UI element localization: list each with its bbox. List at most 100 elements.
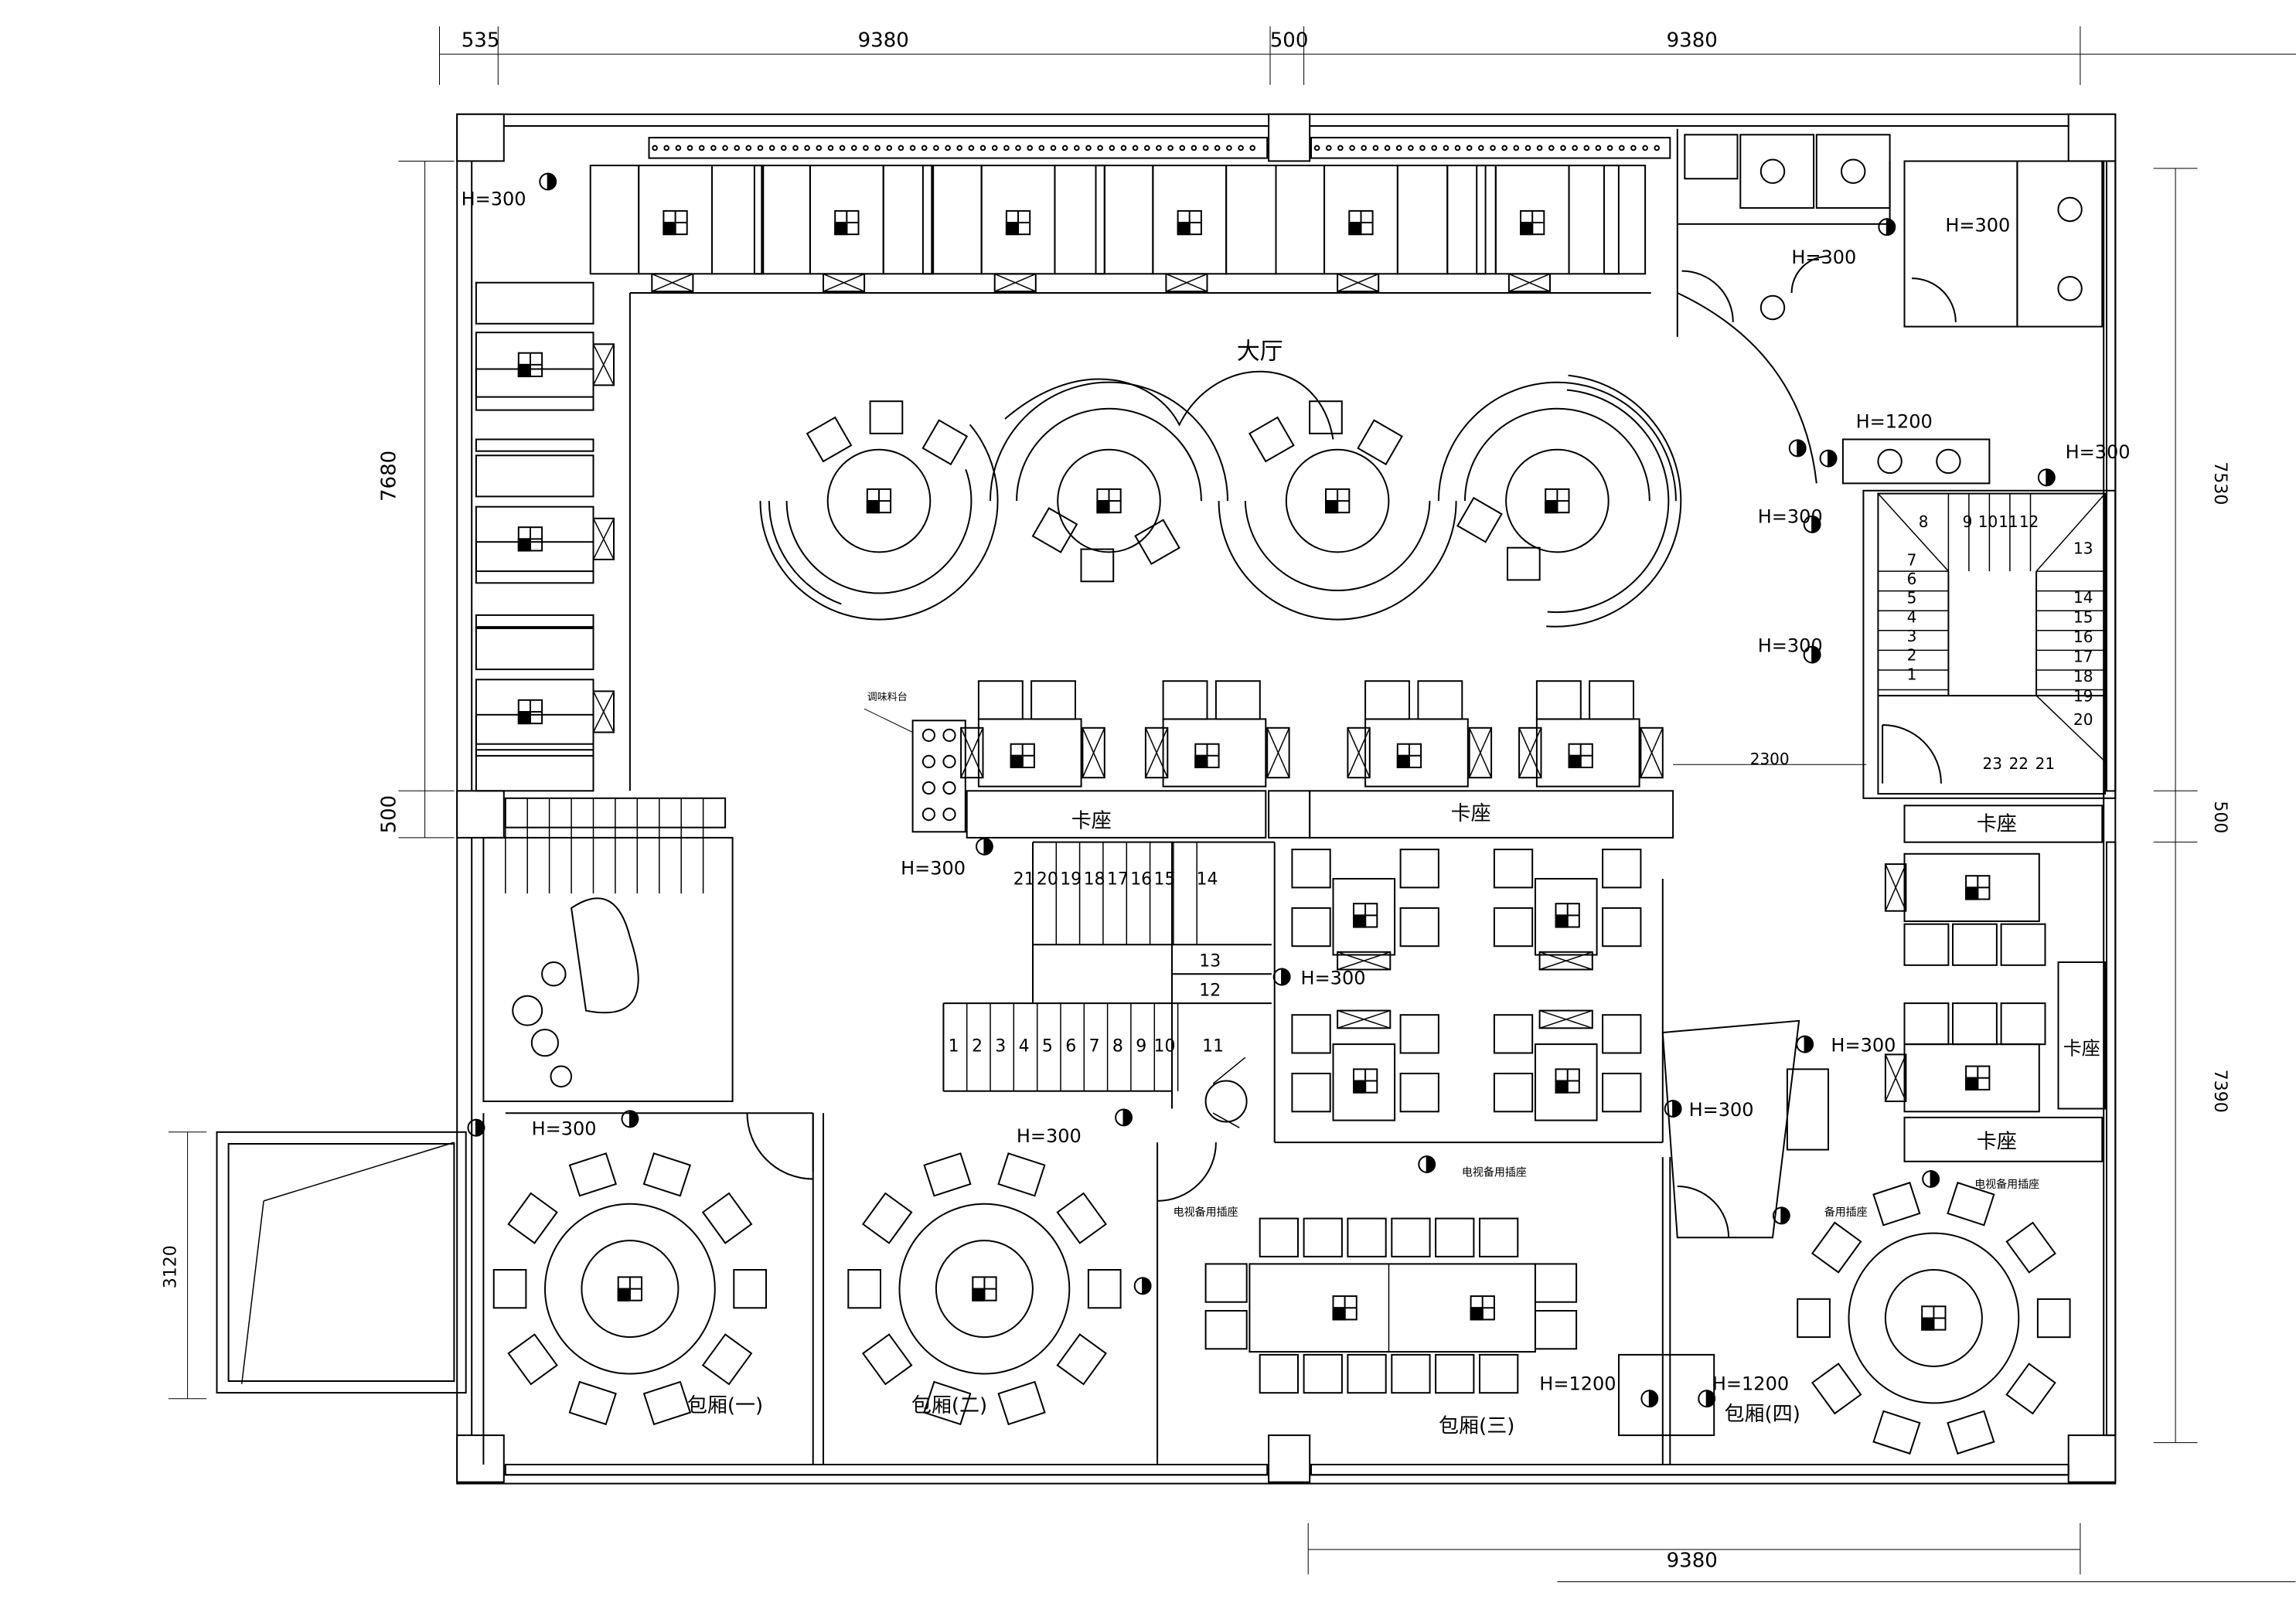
light-fill [1568,754,1582,768]
stair-number: 21 [1013,870,1035,890]
socket-h300-label: H=300 [462,188,526,209]
stair-number: 12 [1199,982,1221,1001]
cabinet [1082,726,1105,779]
table [1332,1043,1396,1121]
socket-h300-label: H=300 [901,857,966,879]
socket-fill [1886,218,1896,236]
door-swing [1157,1142,1217,1202]
socket-fill [475,1118,485,1137]
ceiling-light-icon [1177,209,1202,236]
dim-right-3: 7390 [2210,1070,2230,1113]
ceiling-light-icon [1965,875,1991,900]
window-dot [1109,145,1116,151]
ceiling-light-icon [1520,209,1545,236]
chair [492,1268,527,1309]
socket-fill [1705,1390,1716,1408]
cabinet [1538,1009,1593,1029]
light-fill [1520,222,1534,236]
tv-socket-label-1: 电视备用插座 [1174,1206,1238,1219]
light-fill [663,222,676,236]
window-dot [874,145,881,151]
chair [861,1333,913,1386]
light-fill [1965,1077,1979,1091]
window-dot [1466,145,1473,151]
plant [541,961,567,987]
light-fill [1010,754,1024,768]
cabinet [651,273,694,293]
ceiling-light-icon [1568,743,1593,769]
ceiling-light-icon [1096,488,1122,514]
toilet-room [2016,160,2104,328]
chair [1364,680,1410,720]
window-dot [1395,145,1402,151]
socket-fill [1281,968,1291,986]
light-fill [1555,1080,1569,1094]
partition [1476,165,1487,275]
cabinet-cross [1337,273,1379,292]
window-dot [1361,145,1367,151]
window-dot [1003,145,1010,151]
socket-h300-label: H=300 [1301,967,1366,988]
window-dot [1642,145,1648,151]
stair-number: 11 [1998,512,2018,531]
chair [1347,1353,1387,1394]
light-fill [1353,1080,1367,1094]
booth-label-4: 卡座 [1977,1131,2017,1154]
chair [1399,1073,1439,1113]
stair-diag [2035,493,2106,572]
stair-gap-dim: 2300 [1750,750,1790,768]
tv-socket-label-3: 电视备用插座 [1974,1178,2039,1191]
chair [701,1192,753,1244]
socket-h300-label: H=300 [1758,506,1823,528]
round-table [898,1203,1071,1375]
booth-seat [589,165,640,275]
chair [2000,1002,2046,1046]
hall-label: 大厅 [1237,338,1283,365]
sink [1684,134,1739,180]
bowl [942,728,956,742]
booth-seat [1568,165,1620,275]
chair [1291,907,1331,948]
window-dot [979,145,986,151]
stair-number: 9 [1963,512,1973,531]
cabinet [1518,726,1542,779]
cabinet-cross [592,691,615,733]
toilet-stall [1815,134,1891,209]
dim-top-4: 9380 [1667,29,1718,53]
window-dot [1583,145,1590,151]
stair-diag [1877,493,1949,572]
stair-number: 17 [2073,648,2093,666]
cabinet [823,273,866,293]
stair-number: 22 [2009,754,2029,773]
stair-number: 15 [1154,870,1176,890]
ceiling-light-icon [1005,209,1031,236]
window-dot [1226,145,1232,151]
chair [1872,1410,1921,1455]
chair [1391,1217,1431,1257]
window-dot [1454,145,1461,151]
wc-icon [1759,158,1786,184]
partition-left [475,438,594,452]
table [1364,718,1469,788]
window-dot [710,145,717,151]
cabinet [1165,273,1208,293]
socket-h300-icon [1803,515,1821,533]
booth-bench [1903,805,2104,843]
column [2067,1434,2117,1483]
chair [1507,546,1541,581]
window-dot [991,145,998,151]
window-dot [886,145,893,151]
booth-seat [1225,165,1277,275]
cabinet-cross [592,343,615,386]
booth-seat-left [475,454,594,498]
window-dot [921,145,928,151]
ceiling-light-icon [517,699,543,725]
stair-number: 19 [2073,687,2093,706]
socket-fill [1804,1035,1814,1053]
light-fill [1325,500,1339,514]
stair-inner [1877,492,2107,795]
socket-fill [1142,1277,1152,1295]
window-dot [827,145,834,151]
table-round-hall [826,448,932,553]
